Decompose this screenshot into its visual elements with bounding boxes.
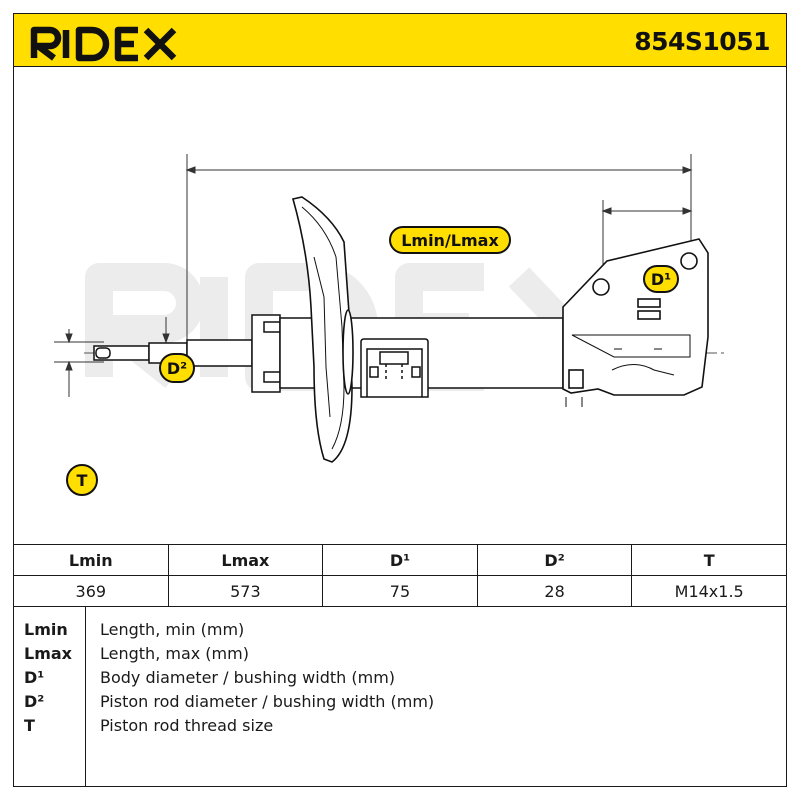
specs-value-lmax: 573 [167,575,324,607]
legend-key: Lmax [24,644,72,663]
legend-key: Lmin [24,620,68,639]
specs-value-d2: 28 [476,575,633,607]
d2-badge: D² [159,353,195,383]
legend-row-lmax: Lmax Length, max (mm) [14,642,784,666]
spring-seat [291,196,354,463]
specs-header-d2: D² [476,544,633,576]
legend-desc: Length, max (mm) [100,644,249,663]
specs-table: Lmin Lmax D¹ D² T 369 573 75 28 M14x1.5 [13,544,787,607]
header-bar: 854S1051 [13,13,787,67]
legend-desc: Piston rod thread size [100,716,274,735]
lmin-dimension-line [185,154,693,357]
specs-header-d1: D¹ [322,544,478,576]
d1-badge: D¹ [643,265,679,293]
legend-row-lmin: Lmin Length, min (mm) [14,618,784,642]
specs-header-row: Lmin Lmax D¹ D² T [13,544,787,576]
top-mount [251,314,281,393]
legend-row-d1: D¹ Body diameter / bushing width (mm) [14,666,784,690]
specs-value-lmin: 369 [13,575,169,607]
specs-value-d1: 75 [322,575,478,607]
legend-divider [85,606,86,786]
legend-desc: Body diameter / bushing width (mm) [100,668,396,687]
t-dimension-line [54,329,104,397]
legend-row-t: T Piston rod thread size [14,714,784,738]
specs-value-t: M14x1.5 [631,575,787,607]
legend-key: D¹ [24,668,45,687]
shock-absorber-diagram [54,154,724,463]
specs-header-t: T [631,544,787,576]
ridex-logo-icon [30,26,177,62]
d1-dimension-line [601,200,693,267]
lmin-lmax-badge: Lmin/Lmax [389,226,511,254]
legend-key: D² [24,692,45,711]
t-badge: T [66,464,98,496]
specs-header-lmax: Lmax [167,544,324,576]
brand-logo [28,18,193,69]
legend-panel: Lmin Length, min (mm) Lmax Length, max (… [13,606,787,787]
specs-header-lmin: Lmin [13,544,169,576]
legend-desc: Length, min (mm) [100,620,245,639]
technical-drawing: Lmin/Lmax D¹ D² T [13,67,787,544]
knuckle-bracket [562,238,709,407]
legend-row-d2: D² Piston rod diameter / bushing width (… [14,690,784,714]
specs-value-row: 369 573 75 28 M14x1.5 [13,575,787,607]
part-number: 854S1051 [634,27,770,56]
legend-key: T [24,716,35,735]
clamp-bracket [360,338,429,398]
legend-desc: Piston rod diameter / bushing width (mm) [100,692,435,711]
